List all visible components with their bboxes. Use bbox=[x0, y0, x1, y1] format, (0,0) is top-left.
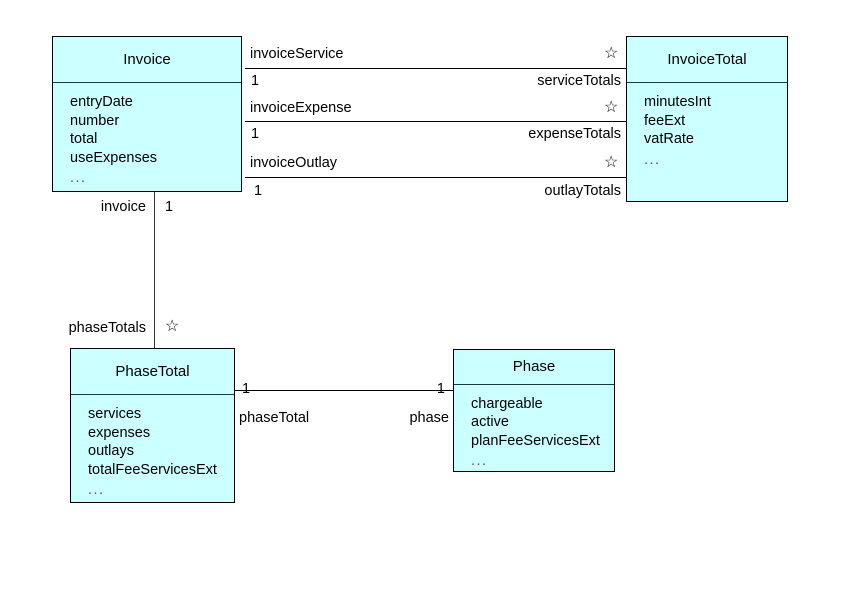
association-line-invoice-service[interactable] bbox=[245, 68, 626, 69]
attribute-item: outlays bbox=[88, 443, 134, 460]
association-name-invoice-outlay: invoiceOutlay bbox=[250, 155, 338, 171]
attribute-item-ellipsis: ... bbox=[70, 170, 87, 187]
multiplicity-star-outlay-totals: ☆ bbox=[604, 154, 619, 171]
role-source-invoice: invoice bbox=[100, 199, 146, 215]
attribute-item-ellipsis: ... bbox=[88, 482, 105, 499]
role-target-phase-totals: phaseTotals bbox=[68, 320, 146, 336]
class-box-invoicetotal[interactable]: InvoiceTotal minutesInt feeExt vatRate .… bbox=[626, 36, 788, 202]
class-box-phase[interactable]: Phase chargeable active planFeeServicesE… bbox=[453, 349, 615, 472]
class-name-phasetotal: PhaseTotal bbox=[71, 349, 234, 395]
attribute-item: chargeable bbox=[471, 395, 543, 412]
attribute-item: totalFeeServicesExt bbox=[88, 461, 217, 478]
role-target-service-totals: serviceTotals bbox=[537, 73, 621, 89]
attribute-item: expenses bbox=[88, 424, 151, 441]
multiplicity-source-invoice-phasetotals: 1 bbox=[165, 199, 174, 215]
attribute-item: feeExt bbox=[644, 112, 686, 129]
class-attributes-invoice: entryDate number total useExpenses ... bbox=[53, 83, 241, 191]
association-line-invoice-expense[interactable] bbox=[245, 121, 626, 122]
attribute-item-ellipsis: ... bbox=[644, 151, 661, 168]
attribute-item: services bbox=[88, 406, 142, 422]
association-line-phasetotal-phase[interactable] bbox=[235, 390, 453, 391]
attribute-item-ellipsis: ... bbox=[471, 453, 488, 470]
class-name-phase: Phase bbox=[454, 350, 614, 385]
attribute-item: minutesInt bbox=[644, 94, 711, 110]
attribute-item: planFeeServicesExt bbox=[471, 432, 600, 449]
association-line-invoice-phasetotals[interactable] bbox=[154, 192, 155, 348]
class-name-invoice: Invoice bbox=[53, 37, 241, 83]
multiplicity-target-phase: 1 bbox=[436, 381, 445, 397]
association-name-invoice-expense: invoiceExpense bbox=[250, 100, 352, 116]
class-name-invoicetotal: InvoiceTotal bbox=[627, 37, 787, 83]
class-attributes-invoicetotal: minutesInt feeExt vatRate ... bbox=[627, 83, 787, 201]
multiplicity-source-invoice-outlay: 1 bbox=[254, 183, 263, 199]
attribute-item: entryDate bbox=[70, 94, 133, 110]
attribute-item: active bbox=[471, 414, 509, 431]
multiplicity-star-service-totals: ☆ bbox=[604, 45, 619, 62]
multiplicity-star-expense-totals: ☆ bbox=[604, 99, 619, 116]
class-box-invoice[interactable]: Invoice entryDate number total useExpens… bbox=[52, 36, 242, 192]
multiplicity-source-invoice-service: 1 bbox=[251, 73, 260, 89]
class-box-phasetotal[interactable]: PhaseTotal services expenses outlays tot… bbox=[70, 348, 235, 503]
multiplicity-source-invoice-expense: 1 bbox=[251, 126, 260, 142]
role-target-expense-totals: expenseTotals bbox=[528, 126, 621, 142]
attribute-item: vatRate bbox=[644, 131, 694, 148]
attribute-item: total bbox=[70, 131, 98, 148]
multiplicity-source-phasetotal: 1 bbox=[242, 381, 251, 397]
association-line-invoice-outlay[interactable] bbox=[245, 177, 626, 178]
multiplicity-star-phase-totals: ☆ bbox=[165, 318, 180, 335]
role-target-outlay-totals: outlayTotals bbox=[544, 183, 621, 199]
attribute-item: number bbox=[70, 112, 120, 129]
attribute-item: useExpenses bbox=[70, 149, 158, 166]
class-attributes-phase: chargeable active planFeeServicesExt ... bbox=[454, 385, 614, 471]
role-source-phase-total: phaseTotal bbox=[239, 410, 310, 426]
class-attributes-phasetotal: services expenses outlays totalFeeServic… bbox=[71, 395, 234, 502]
role-target-phase: phase bbox=[409, 410, 449, 426]
association-name-invoice-service: invoiceService bbox=[250, 46, 344, 62]
